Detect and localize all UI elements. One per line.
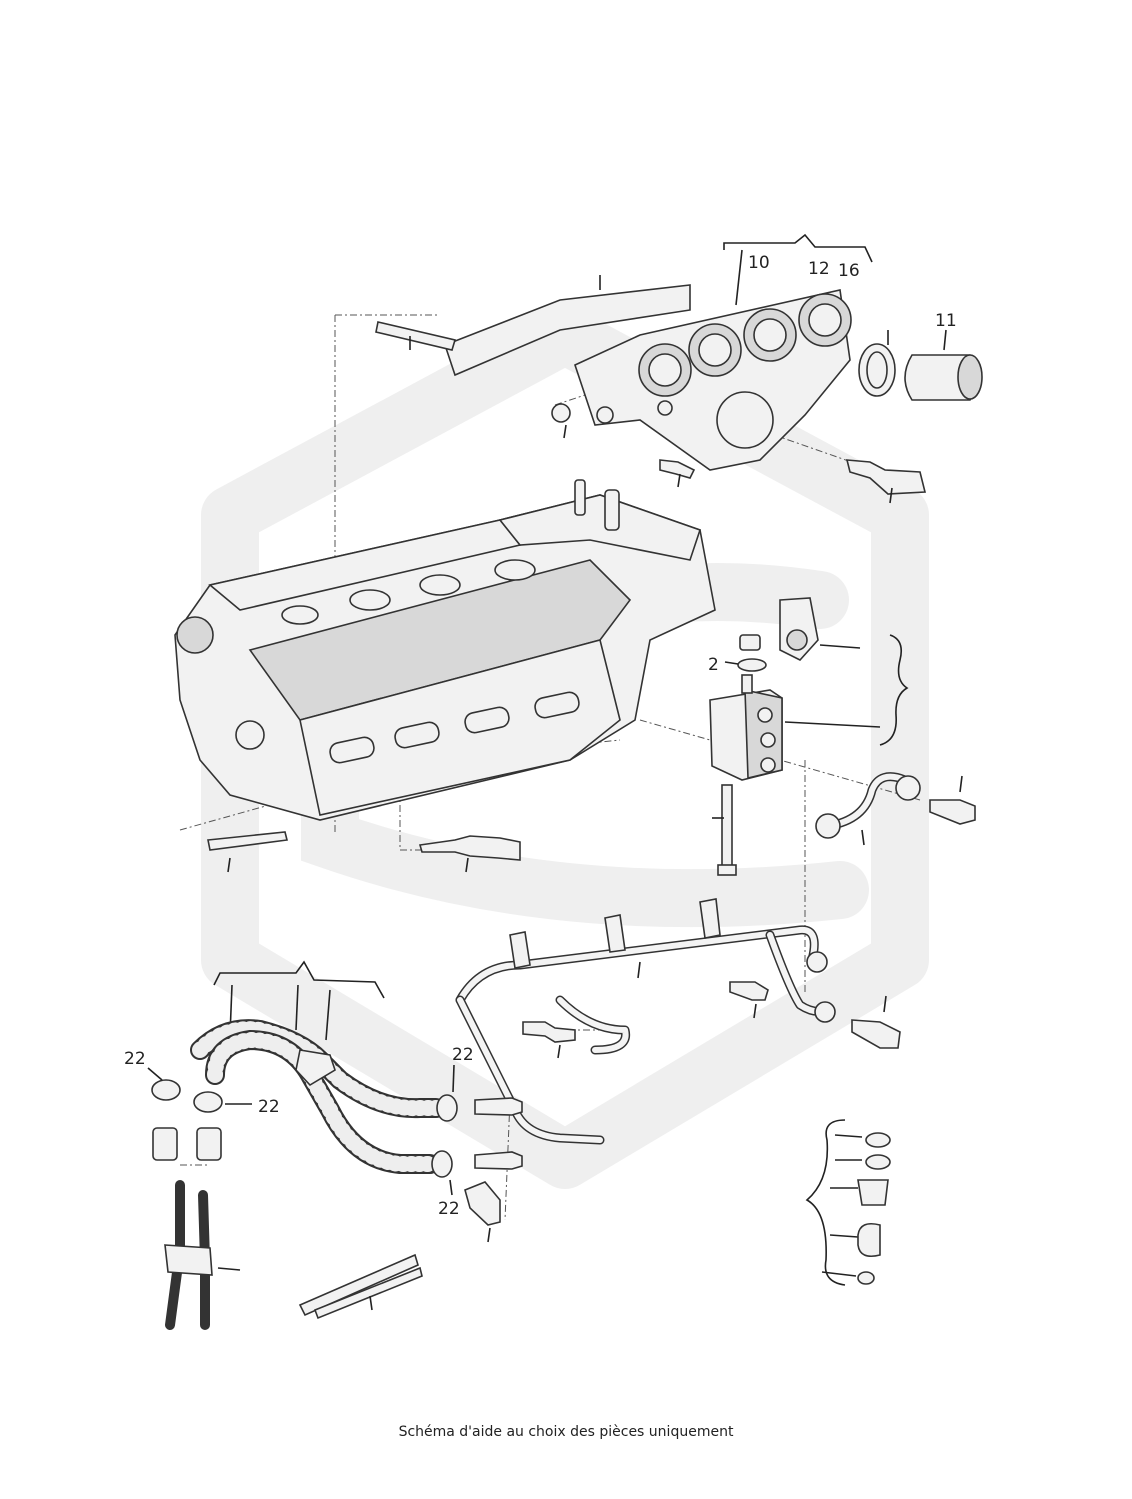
hose-clamp-22-d (193, 1091, 252, 1113)
fuel-temp-sensor (464, 1181, 501, 1243)
hose-clip (295, 1049, 336, 1087)
rail-pressure-sensor (522, 1021, 576, 1059)
callout-22-left-bottom: 22 (258, 1097, 280, 1117)
manifold-bolt (659, 459, 696, 488)
fuel-hose-bracket (213, 960, 385, 1041)
quick-connector-2 (474, 1151, 523, 1170)
cylinder-head (174, 479, 716, 821)
intake-manifold (574, 289, 852, 471)
intake-gasket (444, 275, 691, 377)
quick-connector-1 (474, 1097, 523, 1116)
callout-22-center-top: 22 (452, 1045, 474, 1065)
pump-seal (724, 634, 767, 672)
washer-kit (805, 1119, 891, 1286)
fuel-hose-1 (190, 1019, 446, 1119)
footer-caption: Schéma d'aide au choix des pièces unique… (398, 1424, 734, 1440)
callout-10: 10 (748, 253, 770, 273)
manifold-nut (551, 403, 571, 439)
pump-outlet-pipe (815, 772, 921, 846)
guide-pin (207, 831, 288, 873)
fuel-rail (455, 898, 836, 1145)
callout-16: 16 (838, 261, 860, 281)
pump-long-bolt (712, 784, 737, 876)
fuel-hose-2 (205, 1029, 440, 1174)
hose-clamp-22-a (436, 1064, 458, 1122)
temperature-sensor (418, 835, 521, 873)
callout-11: 11 (935, 311, 957, 331)
callout-22-center-bottom: 22 (438, 1199, 460, 1219)
pressure-sensor (845, 459, 927, 504)
pipe-banjo-bolt (929, 775, 976, 825)
hose-clamp-22-c (147, 1067, 181, 1101)
callout-12: 12 (808, 259, 830, 279)
callout-2: 2 (708, 655, 719, 675)
high-pressure-pump (709, 674, 881, 781)
hose-clamp (858, 330, 896, 397)
stud-bolt (375, 321, 457, 351)
hose-clamp-22-b (431, 1150, 453, 1196)
rail-bolt-2 (851, 995, 901, 1049)
cable-tie (298, 1253, 423, 1320)
callout-22-left-top: 22 (124, 1049, 146, 1069)
pump-bracket-brace (879, 634, 909, 746)
pump-flange (779, 597, 861, 661)
rail-bolt-1 (729, 981, 769, 1019)
air-filter-element (904, 329, 983, 401)
callout-bracket-10-12-16 (723, 233, 873, 306)
fuel-line-fittings (152, 1127, 241, 1330)
